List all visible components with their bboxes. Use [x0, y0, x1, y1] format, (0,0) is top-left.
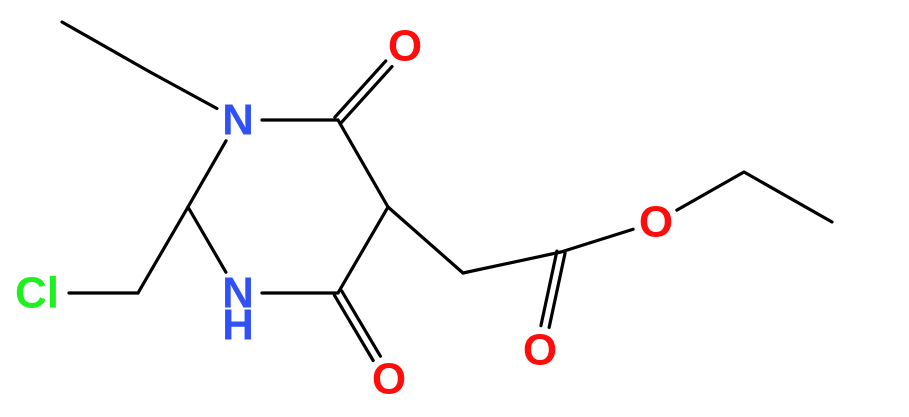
bond-ester-carbonyl-c--oxygen-ester [559, 227, 635, 254]
atom-label-ring-n-top: N [222, 96, 254, 145]
atom-label-ring-nh: N [222, 269, 254, 318]
bond-ring-c6--oxygen-keto-bottom [332, 293, 375, 363]
atom-label-oxygen-keto-top: O [388, 22, 422, 71]
atom-label-nh-hydrogen: H [222, 301, 254, 350]
bond-ester-carbonyl-c--oxygen-ester-keto [547, 251, 567, 330]
bond-ethyl-ch3-end--ethyl-ch2 [60, 20, 152, 74]
bond-ring-c5--ester-alpha-ch2 [386, 205, 465, 275]
bond-ester-carbonyl-c--oxygen-ester-keto [539, 249, 559, 328]
bond-ring-c4--ring-c5 [336, 118, 390, 209]
bond-ring-c6--oxygen-keto-bottom [340, 289, 382, 358]
bond-ester-alpha-ch2--ester-carbonyl-c [461, 250, 563, 275]
bond-ring-c4--oxygen-keto-top [339, 65, 394, 125]
bond-oxygen-ester--ester-ethyl-ch2 [675, 170, 746, 212]
bond-ring-c2--chloromethyl-ch2 [136, 205, 190, 295]
bond-ring-c5--ring-c6 [336, 205, 390, 295]
atom-label-oxygen-ester: O [639, 198, 673, 247]
atom-label-oxygen-keto-bottom: O [372, 355, 406, 404]
bond-ethyl-ch2--ring-n-top [148, 70, 219, 111]
atom-label-oxygen-ester-keto: O [523, 326, 557, 375]
bond-ester-ethyl-ch2--ester-ethyl-ch3 [742, 170, 834, 224]
atom-label-chlorine: Cl [15, 269, 59, 318]
bond-ring-c4--oxygen-keto-top [333, 59, 388, 119]
bond-ring-nh--ring-c2 [186, 205, 228, 274]
bond-ring-c2--ring-n-top [186, 139, 228, 209]
